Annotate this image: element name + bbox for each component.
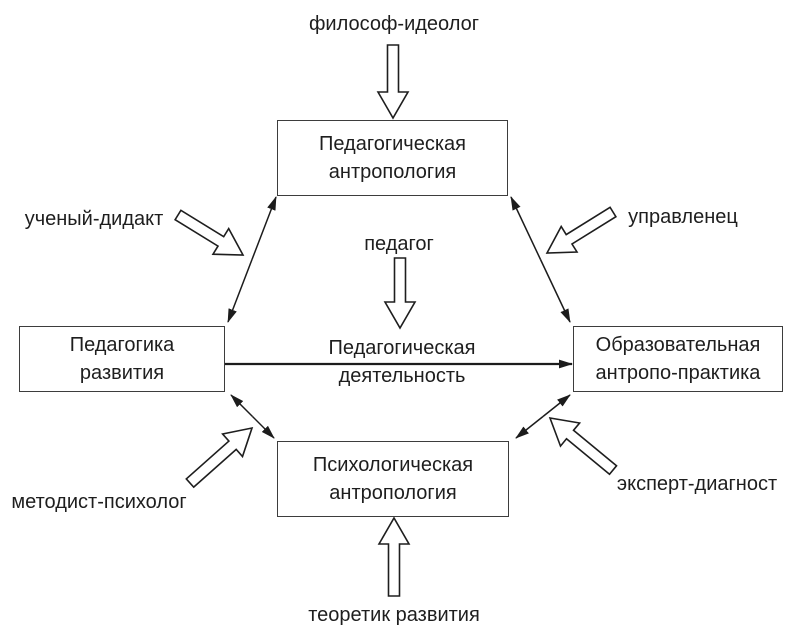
label-development-theorist: теоретик развития (308, 604, 480, 626)
didact-diagonal-arrow-icon (173, 209, 245, 256)
label-philosopher-ideologist: философ-идеолог (308, 13, 480, 35)
box-psychological-anthropology-line1: Психологическая (312, 454, 474, 476)
label-pedagogical-activity-line1: Педагогическая (328, 337, 476, 359)
connector-top-left (227, 196, 277, 323)
box-developmental-pedagogy-line2: развития (79, 362, 165, 384)
box-developmental-pedagogy-line1: Педагогика (69, 334, 175, 356)
expert-diagonal-arrow-icon (548, 416, 618, 476)
philosopher-down-arrow-icon (376, 44, 410, 120)
manager-diagonal-arrow-icon (545, 206, 617, 254)
box-psychological-anthropology: Психологическая антропология (277, 441, 509, 517)
label-methodist-psychologist: методист-психолог (11, 491, 187, 513)
box-psychological-anthropology-line2: антропология (329, 482, 457, 504)
connector-bottom-left (230, 394, 275, 439)
box-pedagogical-anthropology-line2: антропология (328, 161, 457, 183)
methodist-diagonal-arrow-icon (185, 426, 254, 489)
label-expert-diagnostician: эксперт-диагност (616, 473, 778, 495)
label-pedagogical-activity-line2: деятельность (338, 365, 466, 387)
label-pedagogical-activity: Педагогическая деятельность (329, 334, 476, 390)
box-educational-anthropo-practice-line1: Образовательная (595, 334, 761, 356)
box-developmental-pedagogy: Педагогика развития (19, 326, 225, 392)
box-pedagogical-anthropology-line1: Педагогическая (319, 133, 466, 155)
label-manager: управленец (628, 206, 738, 228)
label-scientist-didact: ученый-дидакт (24, 208, 164, 230)
box-educational-anthropo-practice-line2: антропо-практика (595, 362, 761, 384)
box-pedagogical-anthropology: Педагогическая антропология (277, 120, 508, 196)
connector-top-right (510, 196, 571, 323)
theorist-up-arrow-icon (377, 516, 411, 597)
label-pedagogue: педагог (364, 233, 434, 255)
pedagogue-down-arrow-icon (383, 257, 417, 330)
box-educational-anthropo-practice: Образовательная антропо-практика (573, 326, 783, 392)
connector-bottom-right (515, 394, 571, 439)
